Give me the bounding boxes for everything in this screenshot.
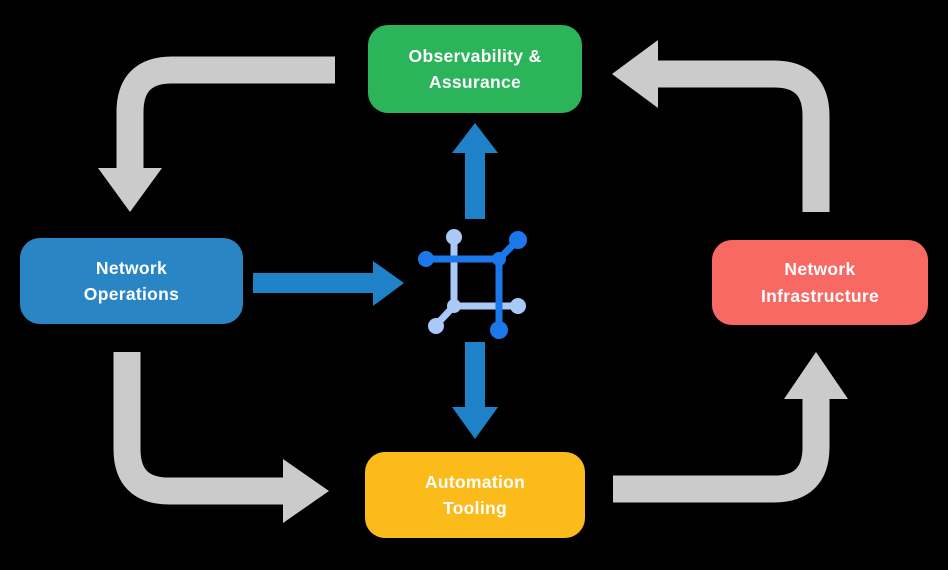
node-label-line1: Automation (424, 471, 526, 492)
icon-node-dark-left (418, 251, 434, 267)
icon-node-light-top (446, 229, 462, 245)
arrow-head-right-icon (283, 459, 329, 523)
arrow-shaft (613, 397, 830, 503)
icon-node-dark-topright (509, 231, 527, 249)
icon-node-light-bottomleft (428, 318, 444, 334)
icon-joint-dark (492, 252, 506, 266)
node-label-line2: Assurance (428, 72, 522, 92)
node-label-line2: Tooling (443, 498, 507, 518)
arrow-shaft (116, 56, 335, 171)
node-label-line1: Network (95, 257, 168, 278)
arrow-head-down-icon (452, 407, 498, 439)
node-label-line1: Network (784, 259, 856, 280)
node-observability-assurance: Observability & Assurance (368, 25, 582, 113)
arrow-infrastructure-to-observability (612, 40, 830, 212)
arrow-head-down-icon (98, 168, 162, 212)
arrow-head-right-icon (373, 261, 404, 306)
arrow-hub-to-automation (452, 342, 498, 439)
node-network-infrastructure: Network Infrastructure (712, 240, 928, 325)
arrow-observability-to-operations (98, 56, 335, 212)
node-automation-tooling: Automation Tooling (365, 452, 585, 538)
network-fabric-icon (418, 229, 527, 339)
arrow-hub-to-observability (452, 123, 498, 219)
arrow-automation-to-infrastructure (613, 352, 848, 503)
arrow-head-up-icon (784, 352, 848, 399)
node-label-line1: Observability & (408, 45, 542, 66)
icon-joint-light (447, 299, 461, 313)
node-label-line2: Operations (83, 284, 180, 304)
arrow-operations-to-automation (113, 352, 329, 523)
node-network-operations: Network Operations (20, 238, 243, 324)
arrow-shaft (656, 60, 830, 212)
arrow-head-up-icon (452, 123, 498, 153)
node-label-line2: Infrastructure (761, 285, 879, 306)
icon-node-dark-bottom (490, 321, 508, 339)
arrow-shaft (113, 352, 286, 505)
arrow-head-left-icon (612, 40, 658, 108)
arrow-operations-to-hub (253, 261, 404, 306)
icon-node-light-right (510, 298, 526, 314)
